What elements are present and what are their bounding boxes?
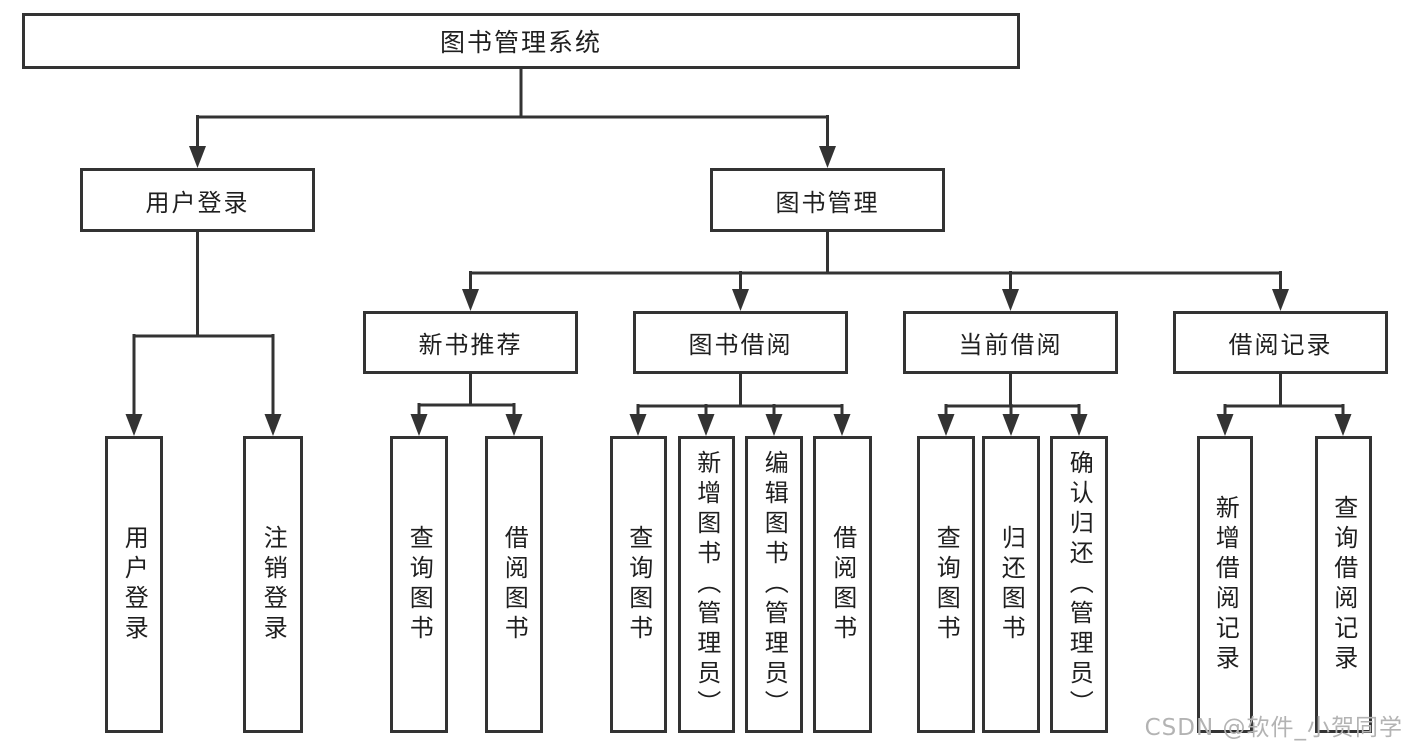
node-user-login-action: 用户登录 xyxy=(105,436,163,733)
node-records-add-record: 新增借阅记录 xyxy=(1197,436,1253,733)
node-borrow-edit-books-admin-label: 编辑图书（管理员） xyxy=(760,449,789,720)
node-new-book-recommend-label: 新书推荐 xyxy=(418,331,523,359)
node-borrow-edit-books-admin: 编辑图书（管理员） xyxy=(745,436,803,733)
node-recommend-borrow-books-label: 借阅图书 xyxy=(500,524,529,645)
node-borrow-query-books: 查询图书 xyxy=(610,436,667,733)
csdn-watermark: CSDN @软件_小贺同学 xyxy=(1144,715,1403,741)
node-current-borrow-label: 当前借阅 xyxy=(958,331,1063,359)
node-book-borrow: 图书借阅 xyxy=(633,311,848,374)
node-borrow-add-books-admin-label: 新增图书（管理员） xyxy=(692,449,721,720)
node-new-book-recommend: 新书推荐 xyxy=(363,311,578,374)
node-library-system: 图书管理系统 xyxy=(22,13,1020,69)
node-current-query-books-label: 查询图书 xyxy=(932,524,961,645)
node-recommend-query-books-label: 查询图书 xyxy=(405,524,434,645)
node-logout-action-label: 注销登录 xyxy=(259,524,288,645)
node-recommend-borrow-books: 借阅图书 xyxy=(485,436,543,733)
node-borrow-add-books-admin: 新增图书（管理员） xyxy=(678,436,735,733)
node-book-borrow-label: 图书借阅 xyxy=(688,331,793,359)
node-library-system-label: 图书管理系统 xyxy=(439,28,602,57)
node-records-query-record-label: 查询借阅记录 xyxy=(1329,494,1358,675)
node-logout-action: 注销登录 xyxy=(243,436,303,733)
node-borrow-borrow-books: 借阅图书 xyxy=(813,436,872,733)
node-records-query-record: 查询借阅记录 xyxy=(1315,436,1372,733)
node-user-login: 用户登录 xyxy=(80,168,315,232)
node-records-add-record-label: 新增借阅记录 xyxy=(1211,494,1240,675)
node-borrow-query-books-label: 查询图书 xyxy=(624,524,653,645)
node-user-login-label: 用户登录 xyxy=(145,188,250,217)
node-borrow-records: 借阅记录 xyxy=(1173,311,1388,374)
node-book-management: 图书管理 xyxy=(710,168,945,232)
node-current-return-books-label: 归还图书 xyxy=(997,524,1026,645)
node-current-return-books: 归还图书 xyxy=(982,436,1040,733)
node-borrow-borrow-books-label: 借阅图书 xyxy=(828,524,857,645)
node-book-management-label: 图书管理 xyxy=(775,188,880,217)
node-current-query-books: 查询图书 xyxy=(917,436,975,733)
node-current-confirm-return-admin: 确认归还（管理员） xyxy=(1050,436,1108,733)
node-current-confirm-return-admin-label: 确认归还（管理员） xyxy=(1065,449,1094,720)
node-user-login-action-label: 用户登录 xyxy=(120,524,149,645)
node-borrow-records-label: 借阅记录 xyxy=(1228,331,1333,359)
node-recommend-query-books: 查询图书 xyxy=(390,436,448,733)
node-current-borrow: 当前借阅 xyxy=(903,311,1118,374)
